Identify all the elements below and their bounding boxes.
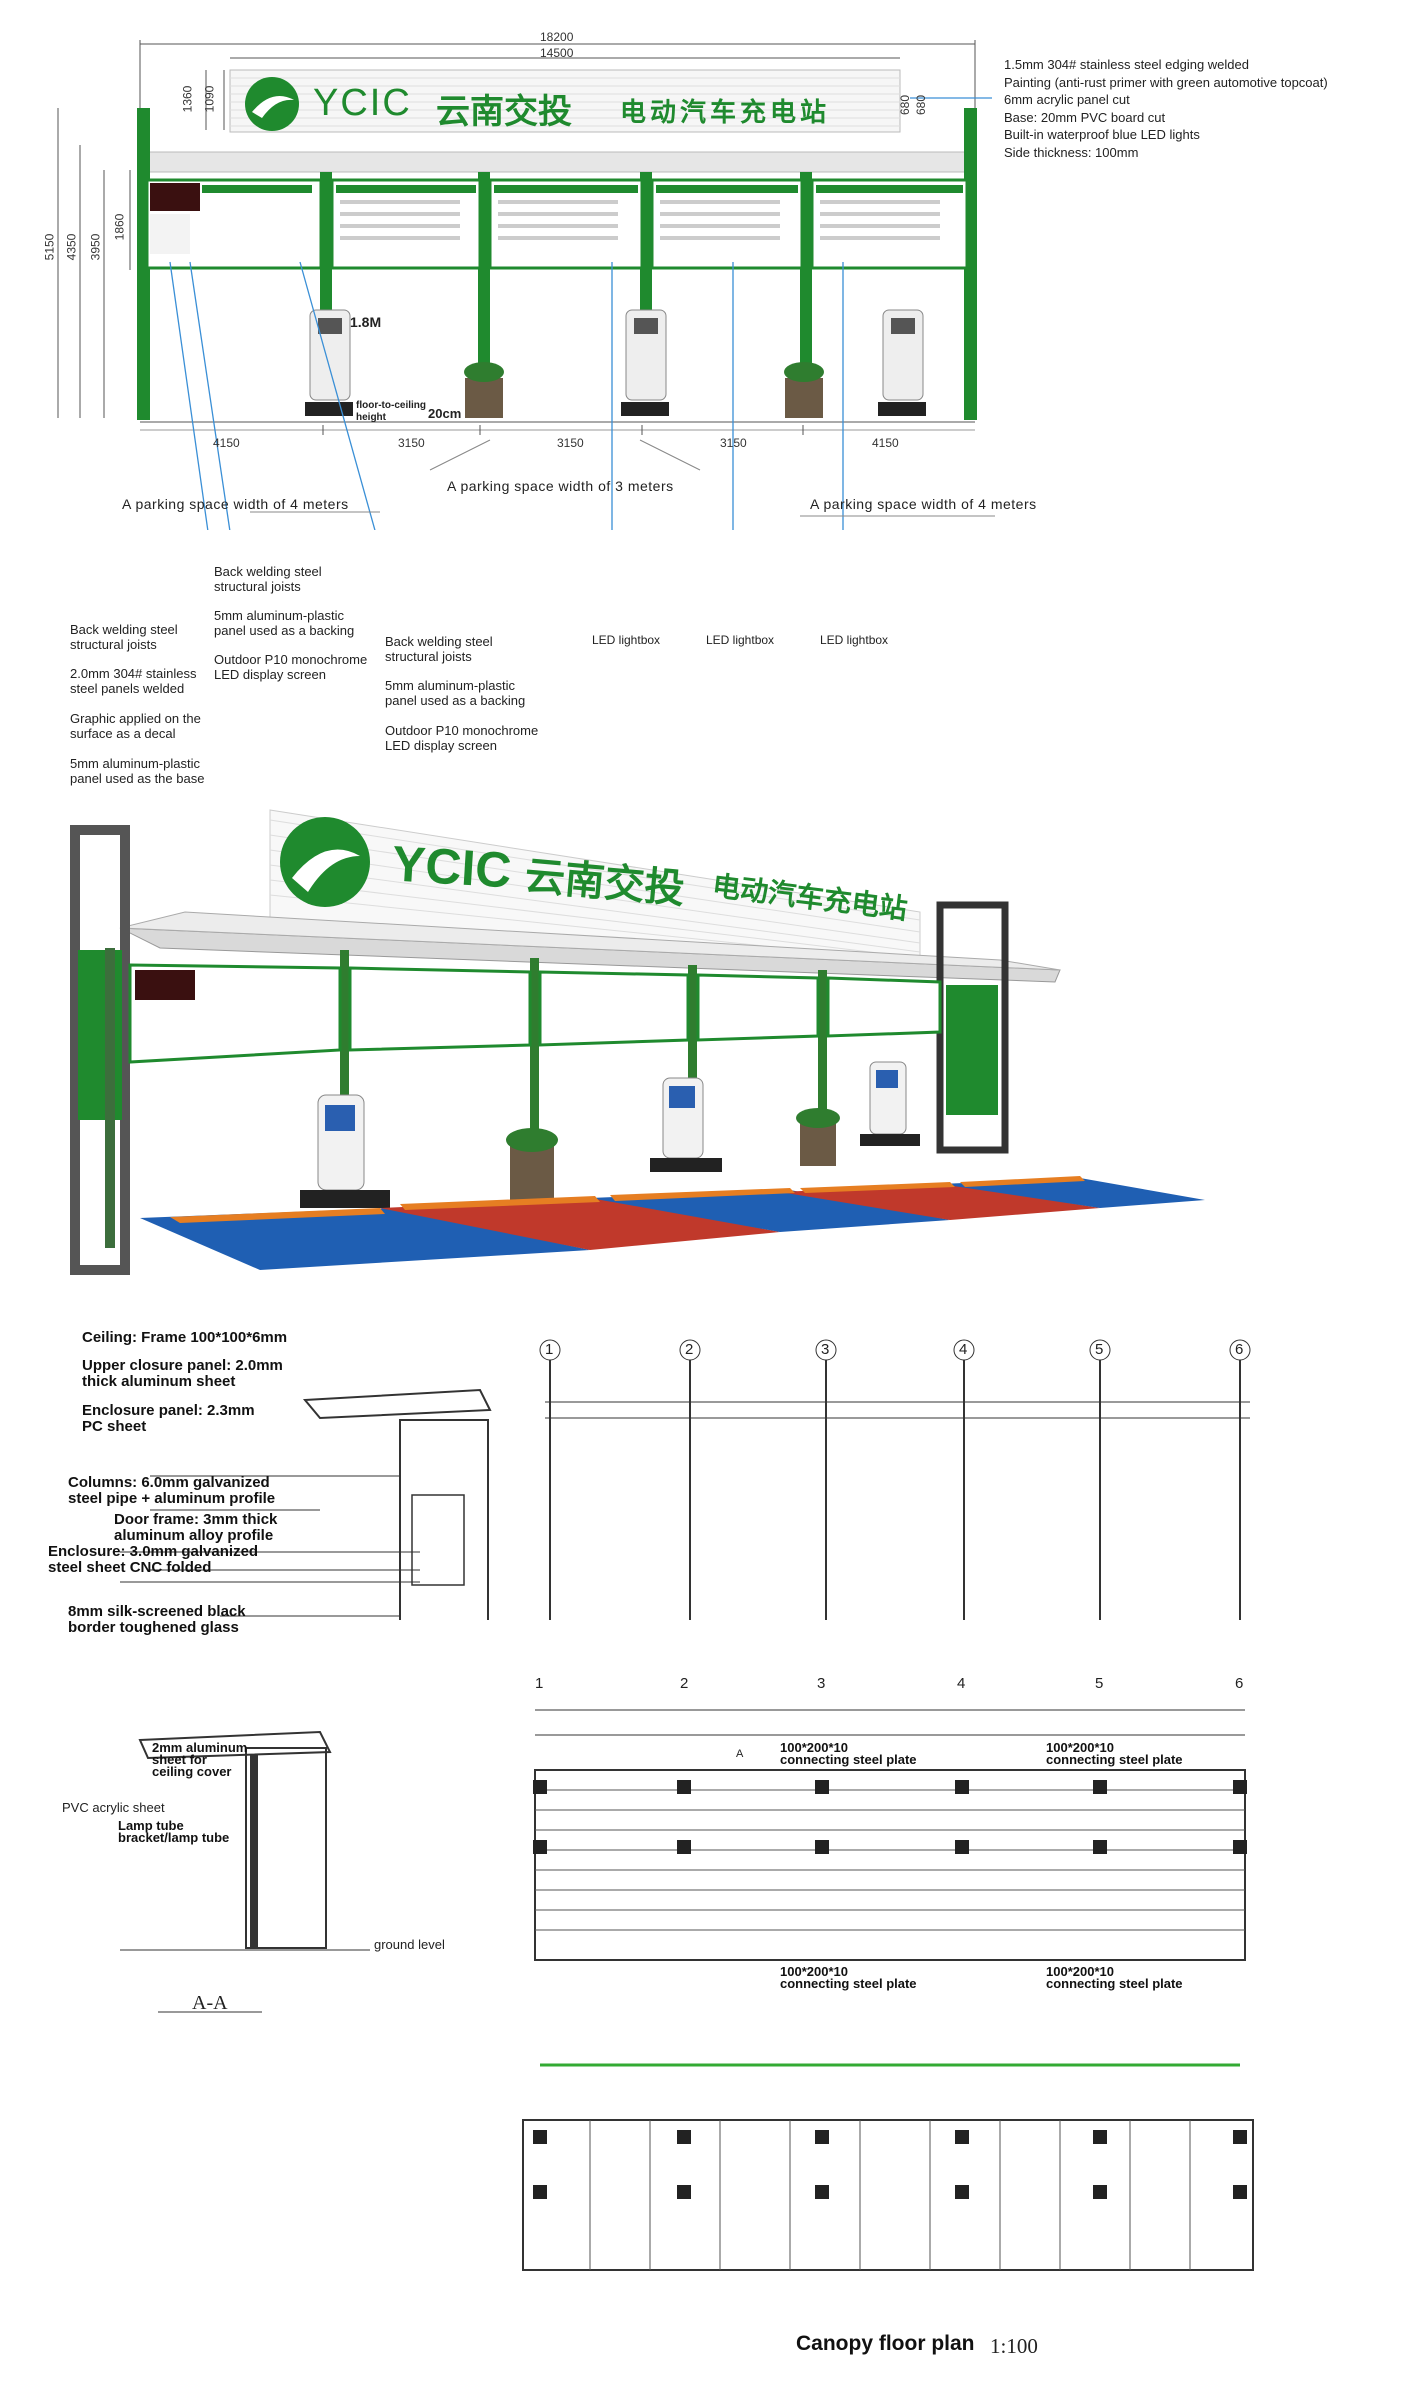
callout-right-joists: Back welding steel structural joists	[385, 634, 493, 664]
dim-span-4: 3150	[720, 436, 747, 450]
floor-height-label: floor-to-ceiling height	[356, 400, 426, 423]
canopy-floor-plan-drawing	[522, 2119, 1254, 2271]
dim-height-total: 5150	[42, 233, 57, 261]
callout-left-base: 5mm aluminum-plastic panel used as the b…	[70, 756, 205, 786]
note-door-frame: Door frame: 3mm thick aluminum alloy pro…	[114, 1511, 278, 1544]
callout-left-stainless: 2.0mm 304# stainless steel panels welded	[70, 666, 197, 696]
front-elevation-drawing	[57, 40, 995, 530]
dim-total-width: 18200	[540, 30, 574, 44]
dim-span-5: 4150	[872, 436, 899, 450]
callout-left-decal: Graphic applied on the surface as a deca…	[70, 711, 201, 741]
axis-label-1: 1	[545, 1341, 554, 1358]
dim-right-680a: 680	[898, 94, 913, 116]
dim-inner-width: 14500	[540, 46, 574, 60]
section-aa-label: A-A	[192, 1992, 228, 2014]
dim-span-2: 3150	[398, 436, 425, 450]
spec-note-4: Base: 20mm PVC board cut	[1004, 109, 1166, 125]
led-lightbox-label-3: LED lightbox	[820, 633, 889, 647]
plan-axis-label-2: 2	[680, 1675, 689, 1692]
led-lightbox-label-2: LED lightbox	[706, 633, 775, 647]
parking-4m-left-label: A parking space width of 4 meters	[122, 496, 349, 512]
spec-note-2: Painting (anti-rust primer with green au…	[1004, 74, 1328, 90]
sign-logo-sub: 电动汽车充电站	[620, 97, 831, 127]
parking-4m-right-label: A parking space width of 4 meters	[810, 496, 1037, 512]
dim-sign-height-2: 1090	[202, 85, 217, 113]
side-section-drawing	[120, 1339, 1251, 1620]
callout-left-joists: Back welding steel structural joists	[70, 622, 178, 652]
dim-sign-height-1: 1360	[180, 85, 195, 113]
axis-label-6: 6	[1235, 1341, 1244, 1358]
dim-height-panel: 1860	[112, 213, 127, 241]
gap-label: 20cm	[428, 406, 462, 421]
led-lightbox-label-1: LED lightbox	[592, 633, 661, 647]
note-lamp-tube: Lamp tube bracket/lamp tube	[118, 1818, 230, 1845]
note-upper-closure: Upper closure panel: 2.0mm thick aluminu…	[82, 1357, 283, 1390]
plate-label-1: 100*200*10 connecting steel plate	[780, 1740, 917, 1767]
plate-label-3: 100*200*10 connecting steel plate	[780, 1964, 917, 1991]
axis-label-3: 3	[821, 1341, 830, 1358]
callout-right-backing: 5mm aluminum-plastic panel used as a bac…	[385, 678, 526, 708]
sign-spec-notes: 1.5mm 304# stainless steel edging welded…	[1004, 56, 1328, 161]
note-glass: 8mm silk-screened black border toughened…	[68, 1603, 246, 1636]
section-cut-marker-top: A	[736, 1748, 744, 1760]
note-ceiling-cover: 2mm aluminum sheet for ceiling cover	[152, 1740, 248, 1779]
plan-axis-label-3: 3	[817, 1675, 826, 1692]
axis-label-4: 4	[959, 1341, 968, 1358]
dim-span-3: 3150	[557, 436, 584, 450]
callout-mid-joists: Back welding steel structural joists	[214, 564, 322, 594]
axis-label-5: 5	[1095, 1341, 1104, 1358]
note-enclosure-steel: Enclosure: 3.0mm galvanized steel sheet …	[48, 1543, 259, 1576]
callout-mid-backing: 5mm aluminum-plastic panel used as a bac…	[214, 608, 355, 638]
note-pvc-acrylic: PVC acrylic sheet	[62, 1800, 165, 1815]
plate-label-4: 100*200*10 connecting steel plate	[1046, 1964, 1183, 1991]
note-enclosure-panel: Enclosure panel: 2.3mm PC sheet	[82, 1402, 255, 1435]
note-ceiling: Ceiling: Frame 100*100*6mm	[82, 1329, 288, 1346]
plan-axis-label-4: 4	[957, 1675, 966, 1692]
charger-height-label: 1.8M	[350, 314, 382, 330]
spec-note-1: 1.5mm 304# stainless steel edging welded	[1004, 57, 1249, 72]
sign-logo-text: YCIC	[313, 82, 412, 124]
plan-axis-label-6: 6	[1235, 1675, 1244, 1692]
render-logo-text: YCIC	[390, 835, 514, 899]
dim-right-680b: 680	[914, 94, 929, 116]
perspective-render-drawing	[70, 809, 1205, 1275]
spec-note-3: 6mm acrylic panel cut	[1004, 92, 1130, 107]
dim-height-mid: 4350	[64, 233, 79, 261]
callout-mid-led-screen: Outdoor P10 monochrome LED display scree…	[214, 652, 368, 682]
canopy-floor-plan-scale: 1:100	[990, 2334, 1038, 2358]
dim-span-1: 4150	[213, 436, 240, 450]
callout-right-led-screen: Outdoor P10 monochrome LED display scree…	[385, 723, 539, 753]
note-columns: Columns: 6.0mm galvanized steel pipe + a…	[68, 1474, 276, 1507]
axis-label-2: 2	[685, 1341, 694, 1358]
canopy-floor-plan-title: Canopy floor plan	[796, 2332, 975, 2355]
note-ground-level: ground level	[374, 1937, 445, 1952]
spec-note-6: Side thickness: 100mm	[1004, 144, 1139, 160]
plan-axis-label-5: 5	[1095, 1675, 1104, 1692]
spec-note-5: Built-in waterproof blue LED lights	[1004, 127, 1200, 142]
dim-height-col: 3950	[88, 233, 103, 261]
plate-label-2: 100*200*10 connecting steel plate	[1046, 1740, 1183, 1767]
section-aa-drawing	[120, 1709, 1247, 2067]
sign-logo-cn: 云南交投	[436, 93, 572, 131]
parking-3m-label: A parking space width of 3 meters	[447, 478, 674, 494]
plan-axis-label-1: 1	[535, 1675, 544, 1692]
